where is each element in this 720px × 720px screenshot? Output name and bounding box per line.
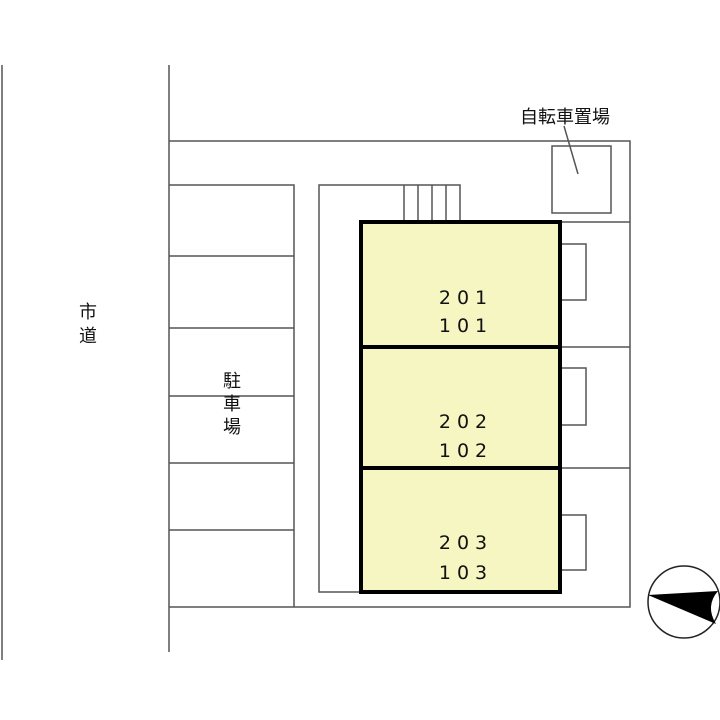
unit-label: 102 xyxy=(439,440,493,462)
north-arrow-icon xyxy=(647,565,720,639)
road-label: 道 xyxy=(79,326,97,347)
stairs xyxy=(403,185,447,221)
unit-label: 202 xyxy=(439,411,493,433)
bicycle-parking-box xyxy=(551,145,612,214)
balcony xyxy=(559,514,587,571)
unit-label: 103 xyxy=(439,562,493,584)
balcony xyxy=(559,243,587,301)
unit-block-2 xyxy=(359,345,562,470)
unit-block-3 xyxy=(359,466,562,594)
site-boundary xyxy=(169,140,631,608)
parking-label: 駐 xyxy=(223,371,241,392)
parking-label: 車 xyxy=(223,394,241,415)
unit-label: 201 xyxy=(439,287,493,309)
bicycle-parking-label: 自転車置場 xyxy=(520,107,610,128)
unit-block-1 xyxy=(359,220,562,349)
parking-lot xyxy=(169,184,295,607)
unit-label: 101 xyxy=(439,315,493,337)
leader-line xyxy=(563,125,579,175)
walkway xyxy=(318,184,461,593)
road-label: 市 xyxy=(79,302,97,323)
building xyxy=(359,220,562,594)
balcony xyxy=(559,367,587,426)
unit-label: 203 xyxy=(439,532,493,554)
parking-label: 場 xyxy=(223,417,241,438)
